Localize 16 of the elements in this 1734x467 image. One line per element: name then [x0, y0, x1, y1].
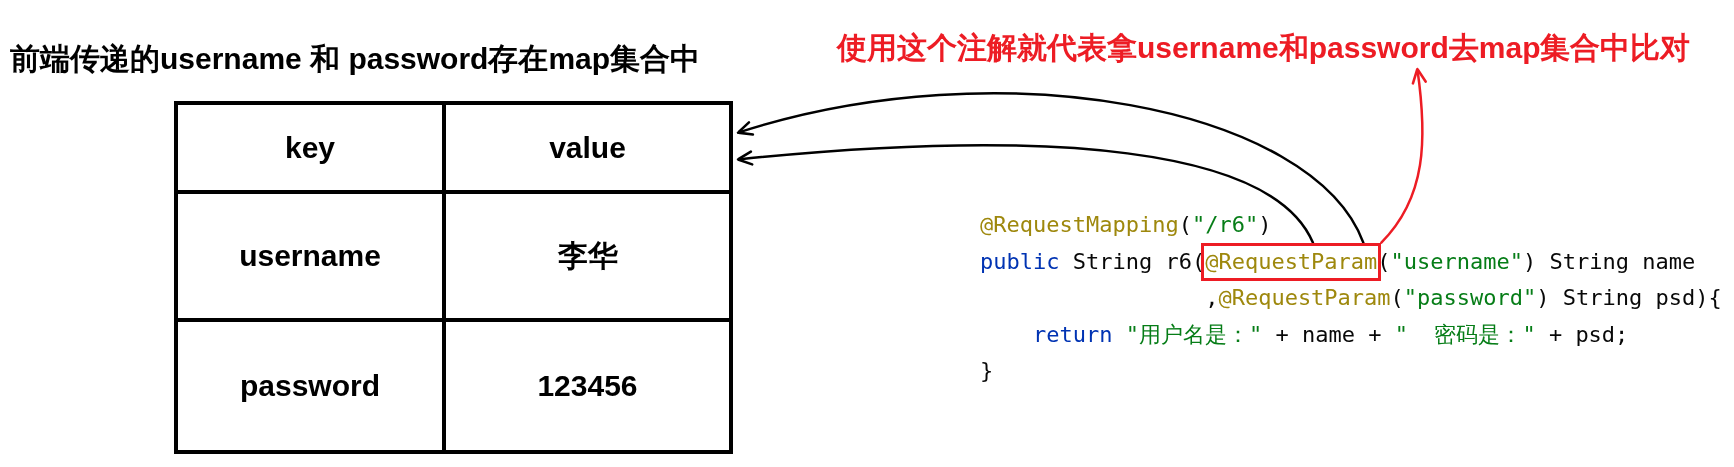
code-line: ,@RequestParam("password") String psd){ [1205, 284, 1722, 313]
table-cell: username [178, 194, 446, 322]
code-line: return "用户名是：" + name + " 密码是：" + psd; [1032, 320, 1629, 349]
table-cell: 李华 [446, 194, 729, 322]
table-header-cell: key [178, 105, 446, 194]
highlighted-annotation: @RequestParam [1201, 242, 1382, 281]
table-cell: password [178, 322, 446, 450]
table-heading: 前端传递的username 和 password存在map集合中 [10, 42, 701, 76]
code-line: @RequestMapping("/r6") [980, 211, 1272, 239]
code-line: } [980, 357, 994, 386]
table-cell-text: 123456 [536, 368, 639, 404]
curved-arrow [736, 92, 1365, 244]
curved-arrow [736, 144, 1315, 244]
table-header-cell: value [446, 105, 729, 194]
curved-arrow [1380, 67, 1427, 244]
annotation-text: 使用这个注解就代表拿username和password去map集合中比对 [837, 30, 1691, 66]
